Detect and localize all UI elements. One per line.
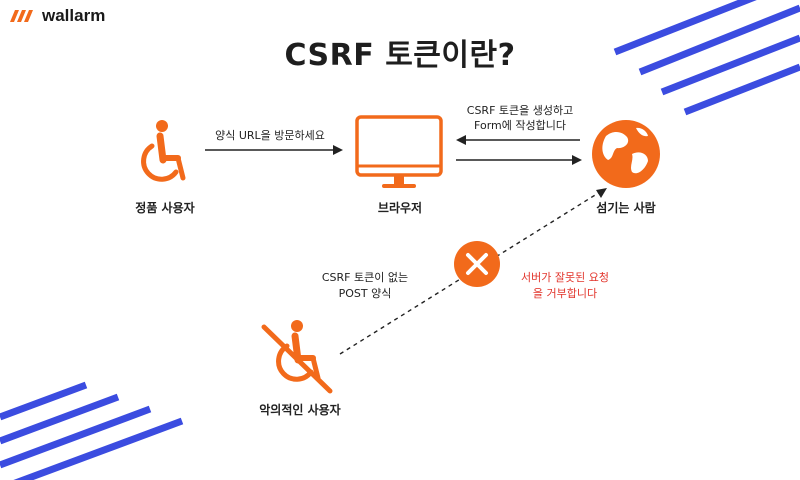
decor-stripes-bottom-left — [0, 381, 184, 480]
reject-label-line1: 서버가 잘못된 요청 — [521, 271, 609, 284]
globe-icon — [592, 120, 660, 188]
page-title: CSRF 토큰이란? — [284, 38, 516, 73]
wheelchair-crossed-icon — [261, 320, 333, 394]
reject-label-line2: 을 거부합니다 — [532, 287, 598, 300]
arrow-browser-to-site — [456, 155, 582, 165]
attacker-label: 악의적인 사용자 — [259, 403, 341, 417]
attack-path-arrowhead — [596, 188, 607, 198]
attacker-request-label-line2: POST 양식 — [338, 287, 392, 300]
monitor-icon — [355, 115, 443, 188]
user-to-browser-label: 양식 URL을 방문하세요 — [215, 129, 325, 142]
brand-name: wallarm — [42, 6, 106, 25]
browser-label: 브라우저 — [377, 201, 423, 215]
site-to-browser-label-line1: CSRF 토큰을 생성하고 — [466, 104, 574, 117]
decor-stripes-top-right — [613, 0, 800, 116]
arrow-site-to-browser — [456, 135, 580, 145]
user-label: 정품 사용자 — [135, 201, 195, 215]
attacker-request-label-line1: CSRF 토큰이 없는 — [321, 271, 409, 284]
wallarm-mark-icon — [10, 10, 33, 22]
wallarm-logo: wallarm — [10, 6, 105, 26]
arrow-user-to-browser — [205, 145, 343, 155]
site-to-browser-label-line2: Form에 작성합니다 — [474, 119, 566, 132]
reject-x-icon — [454, 241, 500, 287]
site-label: 섬기는 사람 — [596, 201, 656, 215]
wheelchair-icon — [141, 120, 186, 182]
